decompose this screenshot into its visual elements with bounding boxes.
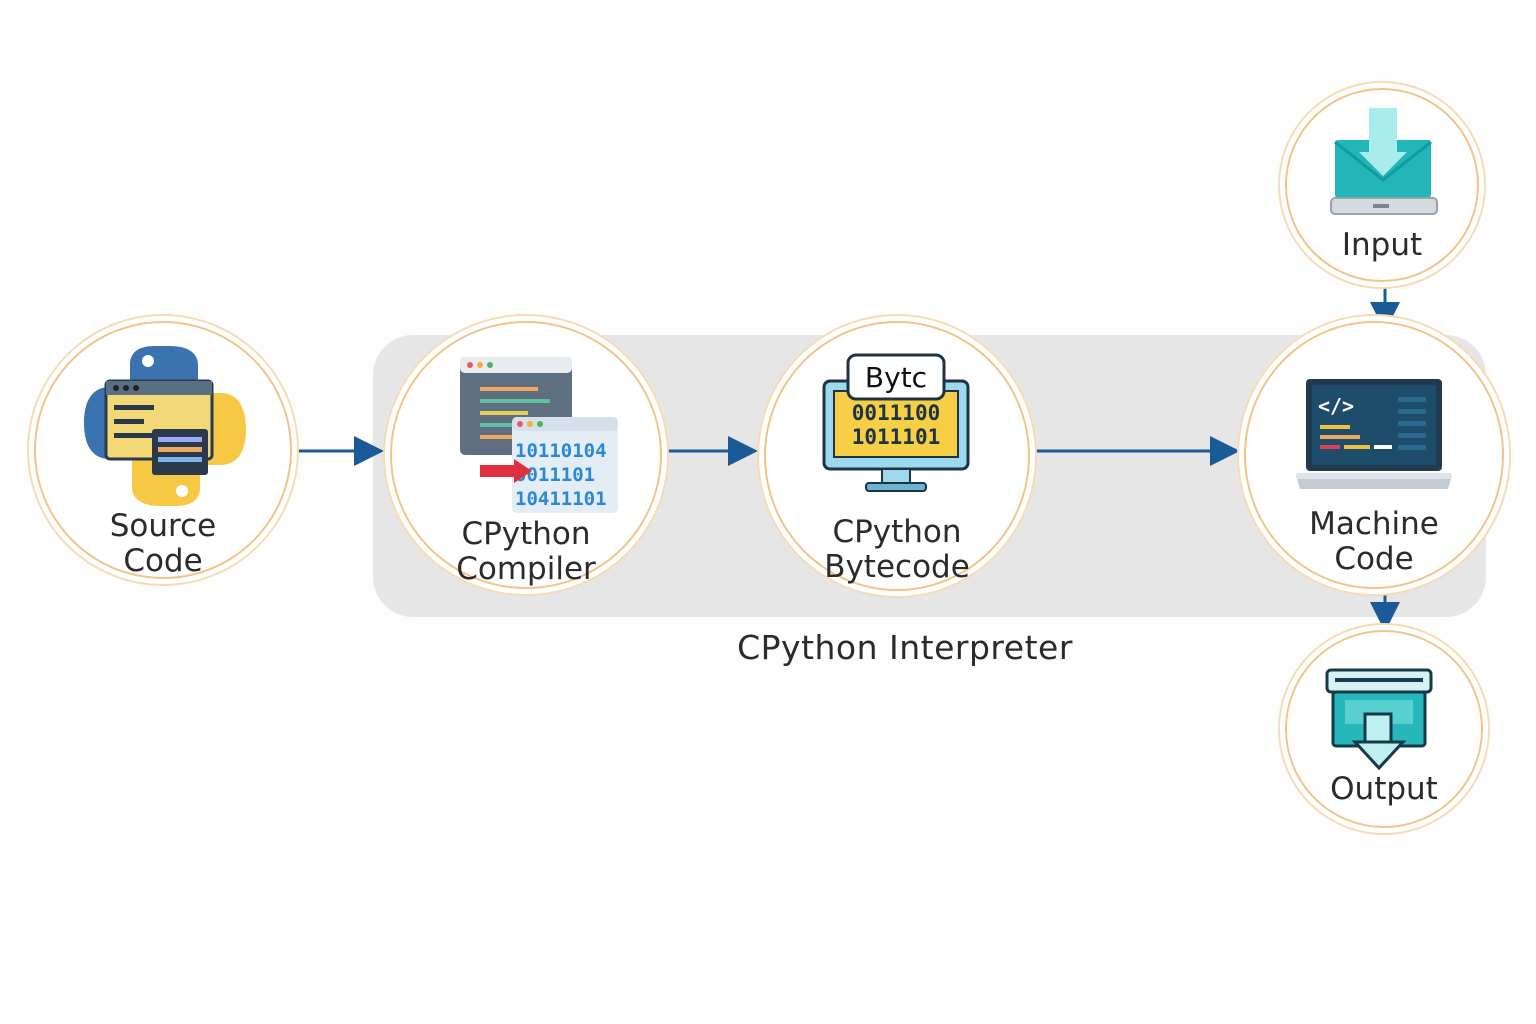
- output-tray-icon: [1325, 668, 1433, 771]
- bytecode-binary-1: 0011100: [852, 401, 941, 425]
- input-label: Input: [1341, 227, 1423, 263]
- interpreter-label: CPython Interpreter: [737, 628, 1073, 667]
- node-cpython-bytecode: 0011100 1011101 Bytc CPython Bytecode: [764, 321, 1030, 591]
- compiler-icon: 10110104 0011101 10411101: [460, 357, 618, 513]
- bytecode-binary-2: 1011101: [852, 425, 941, 449]
- machine-code-label: Machine Code: [1309, 506, 1439, 577]
- binary-line-1: 10110104: [515, 440, 607, 462]
- python-code-icon: [84, 346, 246, 506]
- node-cpython-compiler: 10110104 0011101 10411101 CPython Compil…: [390, 321, 662, 589]
- node-machine-code: </> Machine Code: [1244, 321, 1504, 589]
- input-tray-icon: [1330, 108, 1438, 215]
- compiler-label: CPython Compiler: [456, 516, 596, 587]
- bytecode-badge-text: Bytc: [865, 361, 927, 394]
- source-code-label: Source Code: [109, 508, 217, 579]
- node-input: Input: [1285, 88, 1479, 282]
- node-output: Output: [1285, 630, 1483, 828]
- output-label: Output: [1330, 771, 1438, 807]
- code-glyph: </>: [1318, 394, 1354, 418]
- bytecode-label: CPython Bytecode: [824, 514, 970, 585]
- bytecode-monitor-icon: 0011100 1011101 Bytc: [822, 353, 970, 492]
- binary-line-3: 10411101: [515, 488, 607, 510]
- binary-line-2: 0011101: [515, 464, 595, 486]
- node-source-code: Source Code: [34, 321, 292, 579]
- laptop-code-icon: </>: [1296, 379, 1452, 489]
